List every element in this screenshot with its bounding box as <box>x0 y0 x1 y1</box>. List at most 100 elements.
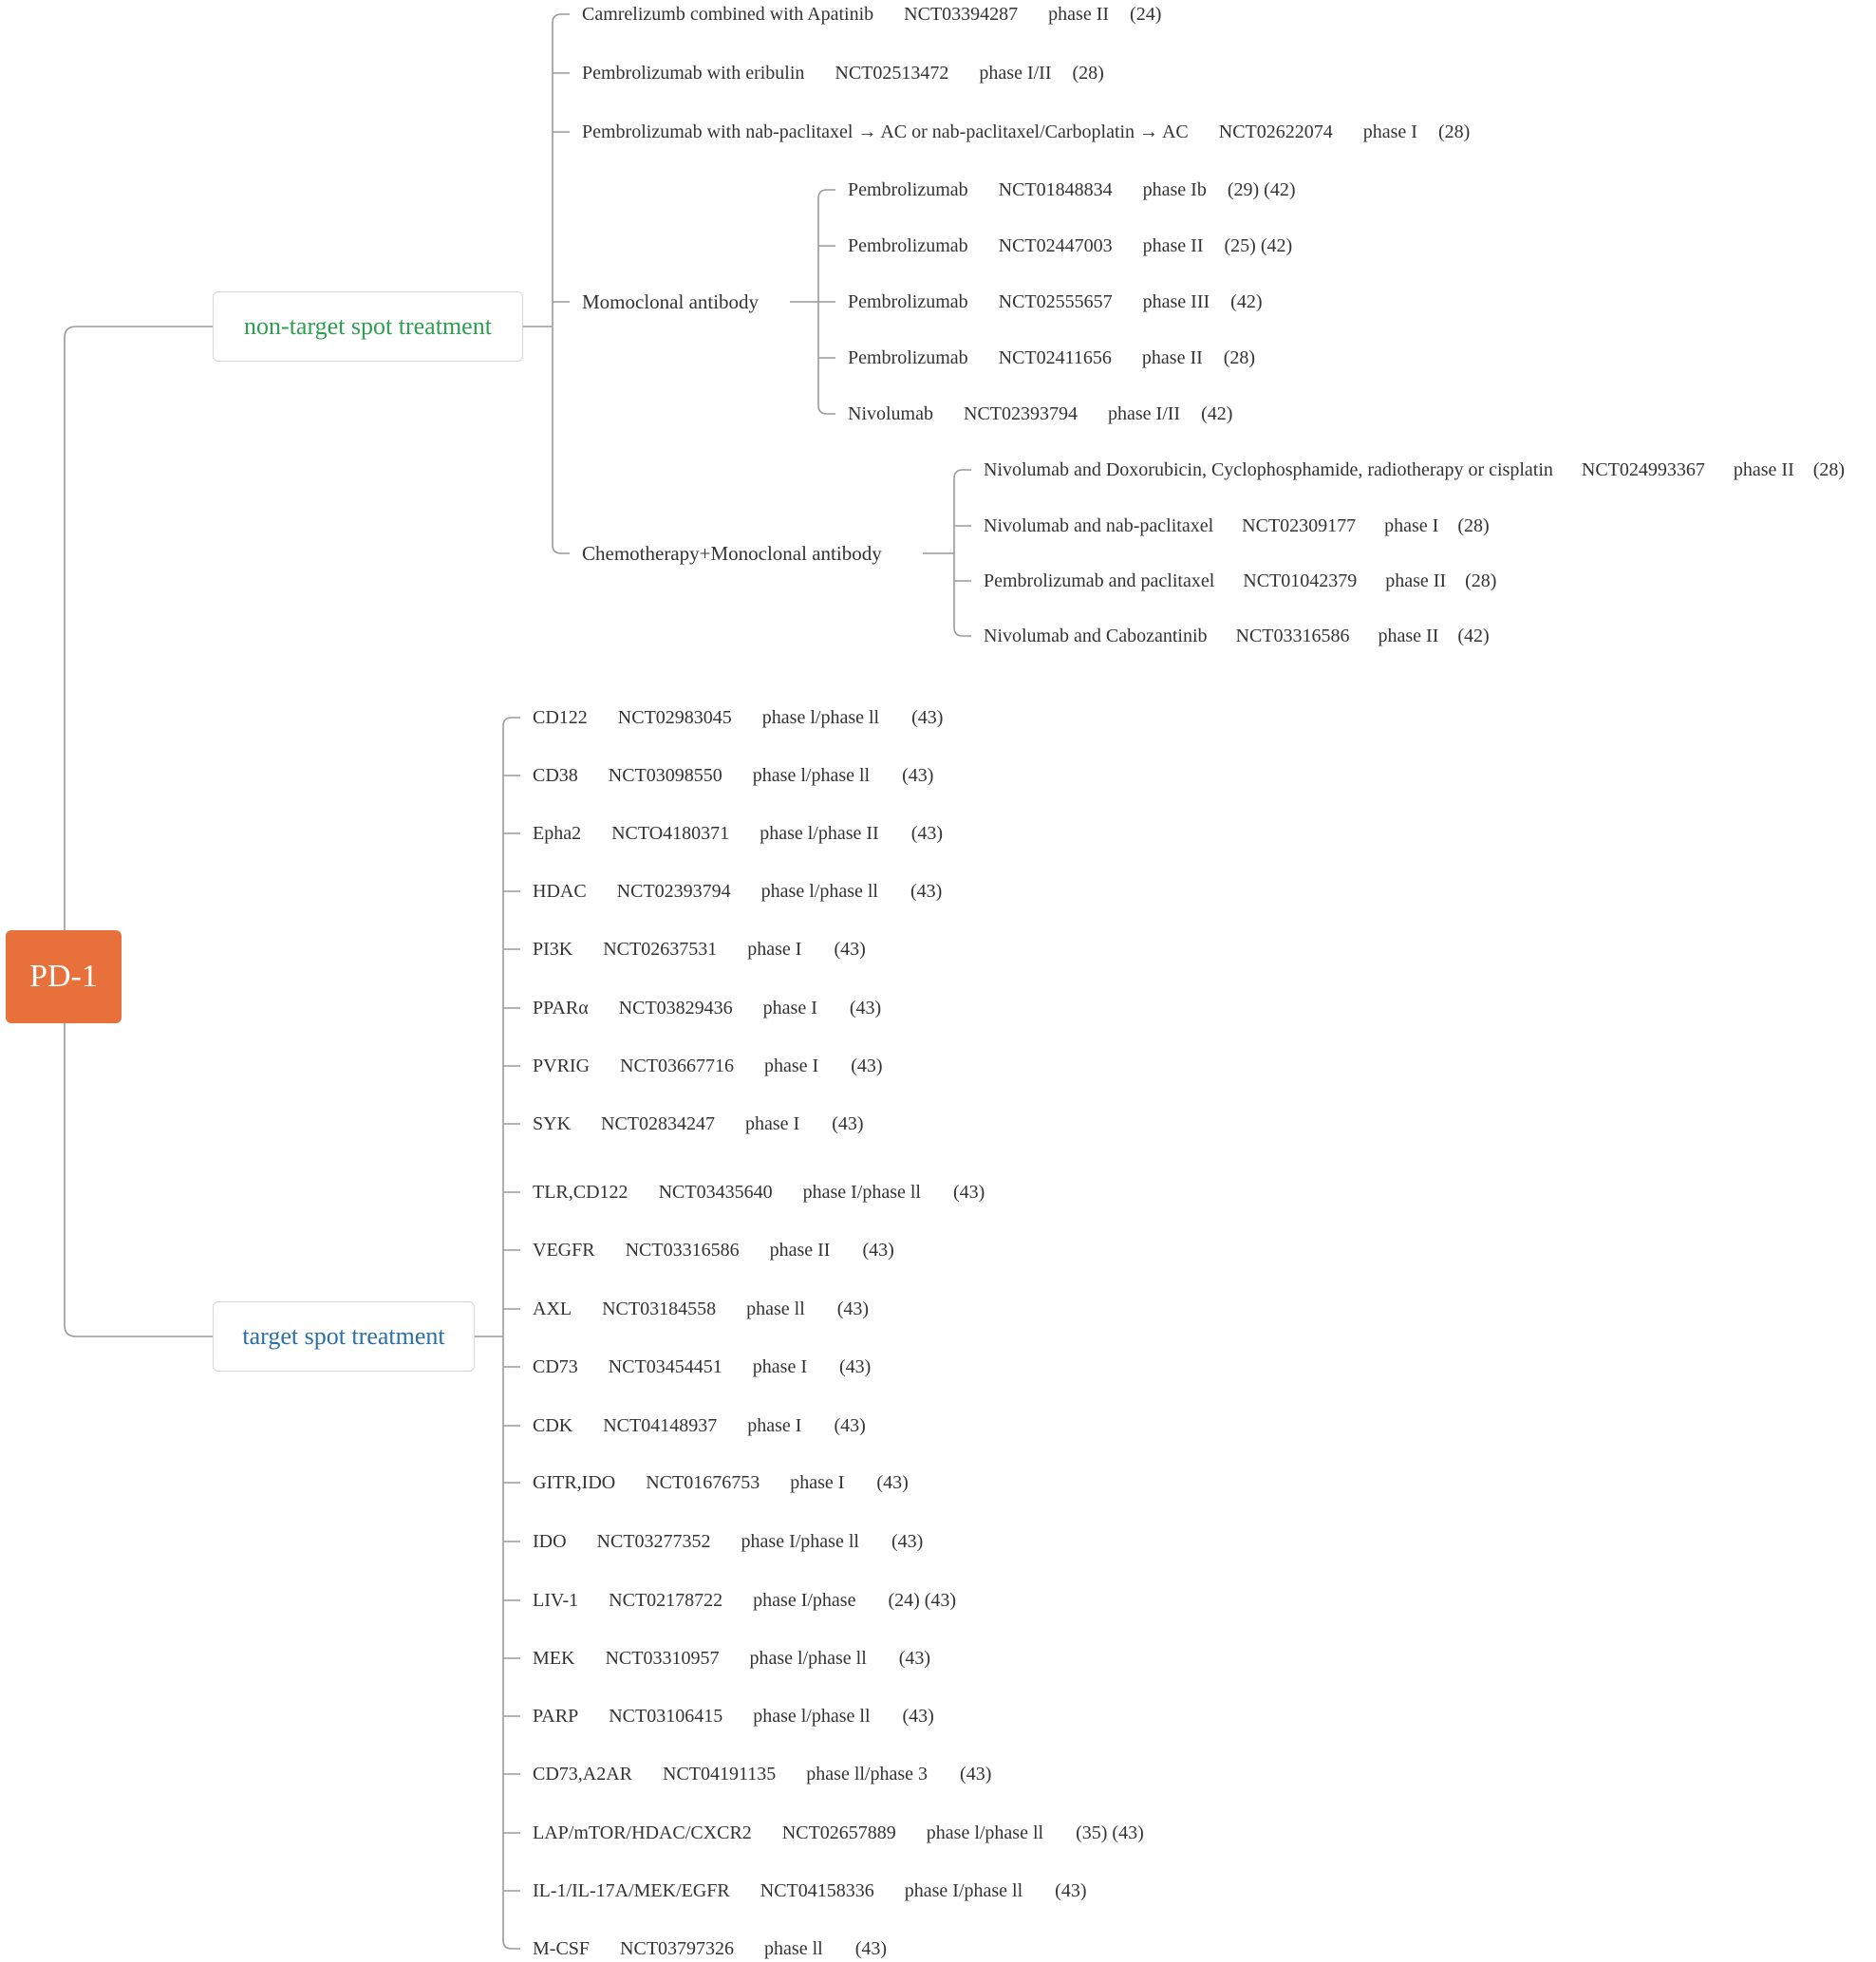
nct-id: NCT024993367 <box>1581 459 1705 480</box>
nct-id: NCT03435640 <box>658 1182 773 1203</box>
trial-name: CD73,A2AR <box>533 1764 633 1784</box>
phase: phase I <box>747 1415 802 1436</box>
reference: (43) <box>952 1182 985 1203</box>
trial-name: Nivolumab and Doxorubicin, Cyclophospham… <box>984 459 1553 480</box>
nct-id: NCT02555657 <box>998 291 1113 312</box>
phase: phase Ib <box>1142 179 1207 200</box>
reference: (28) <box>1465 570 1497 591</box>
phase: phase II <box>1378 626 1439 646</box>
nct-id: NCT02393794 <box>616 881 731 902</box>
trial-name: Nivolumab <box>848 403 933 424</box>
reference: (43) <box>836 1299 870 1319</box>
trial-name: PVRIG <box>533 1056 591 1076</box>
trial-name: Pembrolizumab <box>848 235 968 256</box>
reference: (43) <box>876 1472 909 1493</box>
trial-name: Nivolumab and Cabozantinib <box>984 626 1208 646</box>
reference: (43) <box>1055 1880 1087 1901</box>
nct-id: NCT01676753 <box>646 1472 760 1493</box>
nct-id: NCT02637531 <box>603 939 718 960</box>
reference: (43) <box>862 1240 894 1261</box>
nct-id: NCT03310957 <box>605 1648 720 1669</box>
reference: (35) (43) <box>1076 1822 1144 1843</box>
phase: phase I <box>752 1356 807 1377</box>
nct-id: NCT03667716 <box>620 1056 735 1076</box>
trial-name: Pembrolizumab with nab-paclitaxel → AC o… <box>582 121 1189 142</box>
chemo-monoclonal-trial: Nivolumab and Doxorubicin, Cyclophospham… <box>984 457 1845 483</box>
nct-id: NCT04148937 <box>603 1415 718 1436</box>
chemo-bracket-spine <box>953 469 971 637</box>
nct-id: NCT01848834 <box>998 179 1113 200</box>
nct-id: NCT03797326 <box>620 1938 735 1959</box>
phase: phase l/phase ll <box>926 1822 1044 1843</box>
reference: (28) <box>1223 347 1256 368</box>
trial-name: Pembrolizumab <box>848 347 968 368</box>
reference: (42) <box>1230 291 1263 312</box>
phase: phase III <box>1142 291 1210 312</box>
trial-name: AXL <box>533 1299 572 1319</box>
phase: phase I <box>764 1056 819 1076</box>
trial-name: LAP/mTOR/HDAC/CXCR2 <box>533 1822 752 1843</box>
nct-id: NCT03829436 <box>618 998 733 1018</box>
trial-name: IDO <box>533 1531 567 1552</box>
trial-name: IL-1/IL-17A/MEK/EGFR <box>533 1880 730 1901</box>
reference: (43) <box>960 1764 992 1784</box>
phase: phase l/phase II <box>760 823 879 844</box>
reference: (24) (43) <box>888 1590 957 1611</box>
reference: (43) <box>849 998 882 1018</box>
trial-name: VEGFR <box>533 1240 595 1261</box>
trial-name: PPARα <box>533 998 589 1018</box>
trial-name: Pembrolizumab <box>848 179 968 200</box>
phase: phase II <box>1048 4 1110 25</box>
reference: (43) <box>902 765 934 786</box>
trial-name: M-CSF <box>533 1938 591 1959</box>
phase: phase I <box>1384 515 1439 536</box>
reference: (24) <box>1130 4 1162 25</box>
phase: phase I <box>747 939 802 960</box>
trial-name: Nivolumab and nab-paclitaxel <box>984 515 1214 536</box>
phase: phase II <box>1733 459 1794 480</box>
trial-name: HDAC <box>533 881 587 902</box>
phase: phase I/phase ll <box>802 1182 921 1203</box>
reference: (42) <box>1201 403 1233 424</box>
reference: (43) <box>851 1056 883 1076</box>
phase: phase I <box>1362 121 1417 142</box>
phase: phase l/phase ll <box>749 1648 867 1669</box>
nct-id: NCT03316586 <box>1235 626 1350 646</box>
reference: (28) <box>1812 459 1846 480</box>
phase: phase I/phase ll <box>904 1880 1023 1901</box>
group-chemotherapy-monoclonal-antibody: Chemotherapy+Monoclonal antibody <box>582 542 882 565</box>
reference: (43) <box>910 881 943 902</box>
reference: (43) <box>834 1415 866 1436</box>
trial-name: CD38 <box>533 765 578 786</box>
reference: (43) <box>898 1648 931 1669</box>
phase: phase I <box>762 998 817 1018</box>
reference: (28) <box>1457 515 1490 536</box>
phase: phase I <box>790 1472 845 1493</box>
nct-id: NCT03098550 <box>608 765 722 786</box>
trial-name: Camrelizumb combined with Apatinib <box>582 4 874 25</box>
phase: phase II <box>1142 235 1204 256</box>
trial-name: PI3K <box>533 939 573 960</box>
reference: (29) (42) <box>1227 179 1296 200</box>
phase: phase l/phase ll <box>753 1706 871 1727</box>
nct-id: NCT02513472 <box>835 63 949 84</box>
nct-id: NCT03277352 <box>596 1531 711 1552</box>
nct-id: NCT01042379 <box>1243 570 1358 591</box>
